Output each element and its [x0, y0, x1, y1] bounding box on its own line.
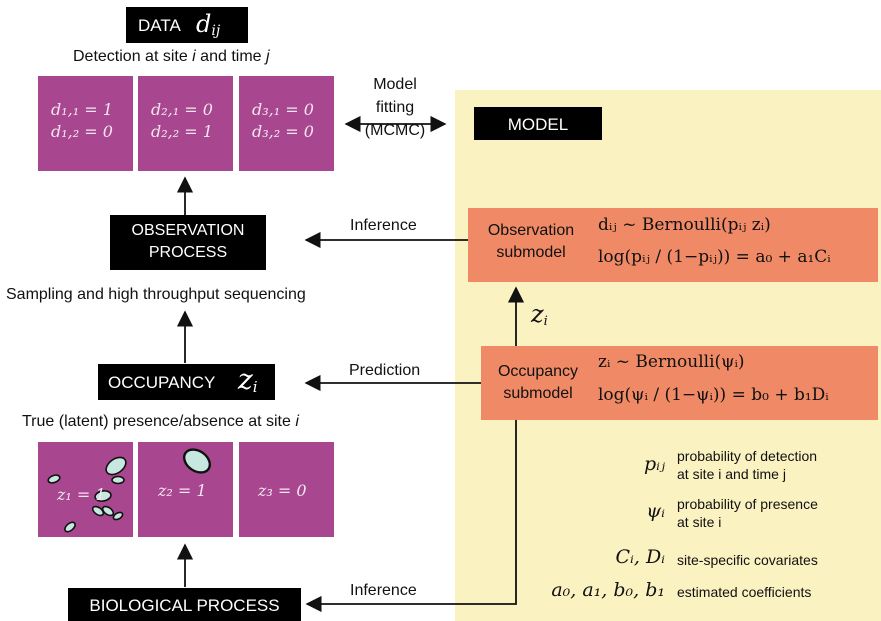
- data-label: DATA dij: [126, 7, 248, 43]
- blob: [105, 456, 127, 476]
- occupancy-equation-1: zᵢ ~ Bernoulli(ψᵢ): [598, 352, 745, 372]
- legend-symbol-1: pᵢⱼ: [643, 453, 665, 475]
- detection-site-3: [239, 76, 334, 171]
- data-symbol: dij: [196, 10, 221, 39]
- occupancy-submodel-box: [481, 346, 878, 420]
- occupancy-submodel-title: Occupancy submodel: [497, 363, 579, 402]
- legend-symbol-3: Cᵢ, Dᵢ: [615, 546, 666, 568]
- detection-site-2: [138, 76, 233, 171]
- occupancy-symbol: zi: [238, 363, 258, 396]
- blob: [101, 505, 115, 517]
- legend-symbol-2: ψᵢ: [646, 500, 665, 522]
- occupancy-site-1-value: z₁ = 1: [57, 485, 106, 504]
- zi-link-label: zi: [531, 300, 548, 329]
- observation-equation-1: dᵢⱼ ~ Bernoulli(pᵢⱼ zᵢ): [598, 215, 771, 235]
- occupancy-site-3: [239, 442, 334, 537]
- detection-site-1: [38, 76, 133, 171]
- legend-desc-3: site-specific covariates: [677, 552, 818, 568]
- occupancy-site-3-value: z₃ = 0: [258, 481, 307, 500]
- biological-process-label: BIOLOGICAL PROCESS: [68, 588, 301, 621]
- blob: [182, 448, 212, 474]
- blob: [112, 511, 124, 521]
- occupancy-site-2-value: z₂ = 1: [158, 481, 207, 500]
- blob: [91, 505, 105, 517]
- prediction-label: Prediction: [349, 362, 421, 379]
- legend-symbol-4: a₀, a₁, b₀, b₁: [551, 579, 665, 601]
- presence-caption: True (latent) presence/absence at site i: [22, 413, 299, 430]
- inference-bottom-arrow: [305, 420, 517, 613]
- legend-desc-4: estimated coefficients: [677, 584, 812, 600]
- observation-process-label: OBSERVATION PROCESS: [110, 215, 266, 270]
- model-label: MODEL: [474, 107, 602, 140]
- detection-caption: Detection at site i and time j: [73, 48, 270, 65]
- sampling-caption: Sampling and high throughput sequencing: [6, 286, 306, 303]
- data-label-text: DATA: [138, 16, 181, 35]
- blob: [64, 521, 76, 533]
- observation-submodel-title: Observation submodel: [487, 222, 575, 261]
- occupancy-equation-2: log(ψᵢ / (1−ψᵢ)) = b₀ + b₁Dᵢ: [598, 385, 829, 405]
- blob: [47, 474, 61, 484]
- observation-submodel-box: [468, 208, 878, 282]
- observation-equation-2: log(pᵢⱼ / (1−pᵢⱼ)) = a₀ + a₁Cᵢ: [598, 247, 831, 267]
- blob: [94, 490, 112, 502]
- blob: [111, 475, 125, 485]
- occupancy-label: OCCUPANCY zi: [98, 363, 275, 400]
- inference-bottom-label: Inference: [350, 582, 417, 599]
- inference-top-label: Inference: [350, 217, 417, 234]
